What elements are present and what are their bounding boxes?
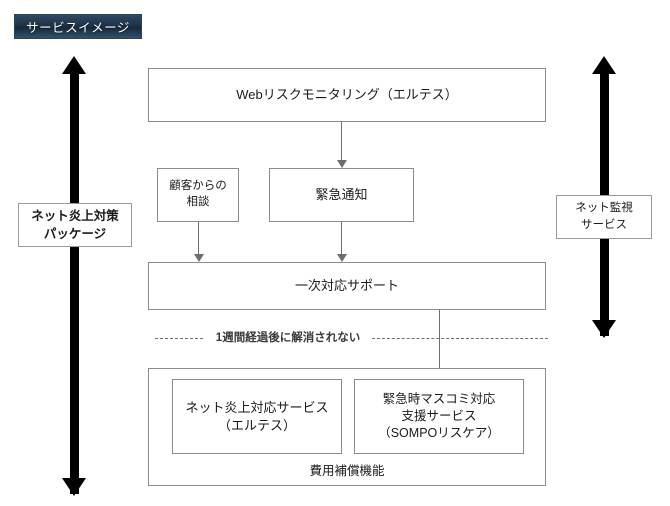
right-arrow-head-down bbox=[591, 320, 616, 338]
dashed-separator-right bbox=[372, 338, 548, 339]
left-arrow-head-up bbox=[61, 56, 86, 74]
connector-web-to-emergency-arrowhead bbox=[337, 160, 347, 168]
right-arrow-head-up bbox=[591, 56, 616, 74]
connector-emergency-to-primary-arrowhead bbox=[337, 254, 347, 262]
left-arrow-head-down bbox=[61, 478, 86, 496]
left-arrow-shaft bbox=[70, 72, 79, 494]
node-web-risk-monitoring: Webリスクモニタリング（エルテス） bbox=[148, 68, 546, 122]
connector-primary-to-media-response bbox=[439, 310, 440, 374]
service-image-title-badge: サービスイメージ bbox=[14, 14, 142, 39]
side-label-package: ネット炎上対策 パッケージ bbox=[18, 203, 132, 247]
dashed-separator-left bbox=[155, 338, 203, 339]
connector-consultation-to-primary-arrowhead bbox=[194, 254, 204, 262]
node-emergency-notice: 緊急通知 bbox=[269, 168, 414, 222]
connector-consultation-to-primary bbox=[198, 222, 199, 255]
label-cost-compensation-function: 費用補償機能 bbox=[309, 463, 385, 478]
node-primary-response-support: 一次対応サポート bbox=[148, 262, 546, 310]
connector-web-to-emergency bbox=[341, 122, 342, 162]
node-flame-response-service: ネット炎上対応サービス （エルテス） bbox=[172, 379, 342, 454]
annotation-unresolved-after-one-week: 1週間経過後に解消されない bbox=[215, 332, 361, 344]
node-customer-consultation: 顧客からの 相談 bbox=[157, 168, 239, 222]
connector-emergency-to-primary bbox=[341, 222, 342, 255]
node-emergency-media-support-service: 緊急時マスコミ対応 支援サービス （SOMPOリスケア） bbox=[354, 379, 524, 454]
side-label-monitoring-service: ネット監視 サービス bbox=[556, 195, 652, 239]
